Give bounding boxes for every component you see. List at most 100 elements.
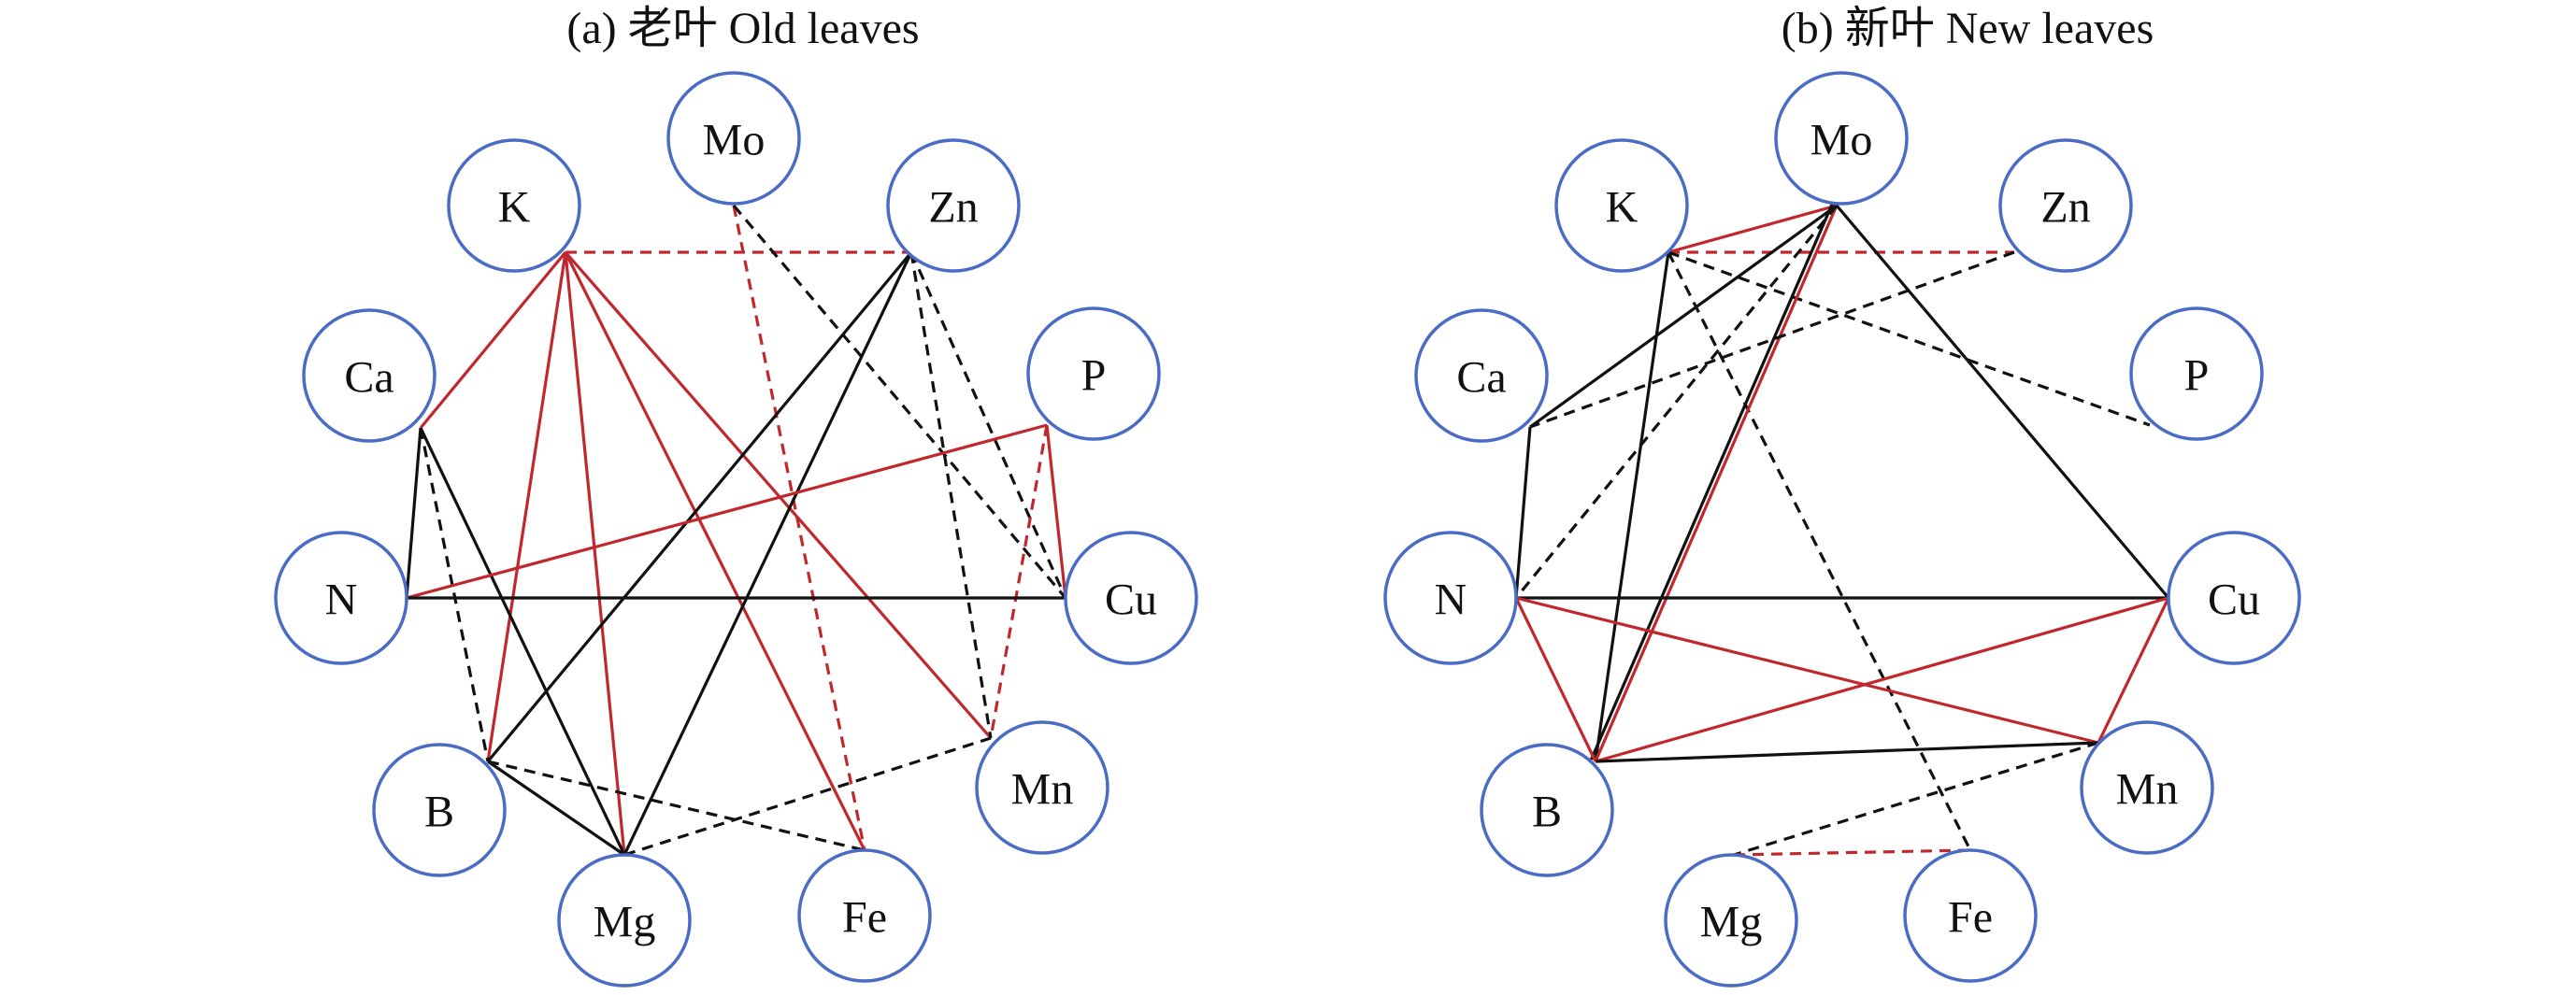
edge-mn-mg (1733, 741, 2099, 857)
node-n: N (274, 531, 408, 665)
node-circle (2129, 306, 2264, 441)
node-p: P (2129, 306, 2264, 441)
edge-p-cu (1045, 424, 1067, 599)
edge-p-n (406, 423, 1048, 600)
edge-b-fe (487, 760, 866, 852)
node-label: Mo (1810, 116, 1873, 165)
node-circle (447, 138, 581, 273)
node-label: K (1606, 183, 1639, 233)
node-label: Mn (1011, 765, 1074, 815)
edge-mo-ca (1529, 204, 1838, 429)
node-circle (372, 743, 507, 877)
node-circle (1664, 853, 1798, 988)
edge-b-cu (1595, 596, 2169, 763)
node-fe: Fe (797, 848, 932, 983)
edge-k-mo (1667, 204, 1838, 254)
node-mg: Mg (557, 853, 692, 988)
node-label: Mn (2116, 765, 2179, 815)
edge-k-b (486, 251, 567, 762)
node-label: Zn (928, 183, 978, 233)
node-b: B (1480, 743, 1614, 877)
edge-ca-b (419, 427, 490, 762)
node-mg: Mg (1664, 853, 1798, 988)
edge-zn-cu (909, 251, 1067, 599)
panel-b-edges (1514, 203, 2170, 857)
node-circle (1480, 743, 1614, 877)
node-label: Fe (1948, 893, 1993, 943)
node-mo: Mo (666, 71, 801, 206)
node-circle (274, 531, 408, 665)
node-n: N (1383, 531, 1518, 665)
edge-mo-cu (1835, 204, 2170, 600)
node-b: B (372, 743, 507, 877)
edge-mg-fe (1733, 848, 1971, 857)
edge-ca-n (405, 427, 422, 599)
node-mn: Mn (975, 720, 1109, 855)
node-circle (886, 138, 1021, 273)
node-label: Mg (1700, 898, 1763, 947)
node-circle (1064, 531, 1198, 665)
node-circle (1903, 848, 2038, 983)
node-circle (2080, 720, 2214, 855)
edge-k-mg (564, 251, 626, 856)
node-circle (1554, 138, 1689, 273)
node-ca: Ca (1414, 308, 1549, 443)
node-zn: Zn (886, 138, 1021, 273)
node-circle (302, 308, 436, 443)
edge-mg-mn (623, 736, 992, 857)
node-circle (797, 848, 932, 983)
node-circle (1774, 71, 1909, 206)
node-label: P (2184, 351, 2210, 401)
node-circle (1383, 531, 1518, 665)
edge-mo-b (1594, 205, 1839, 762)
node-label: B (1532, 788, 1562, 837)
edge-mo-cu (732, 204, 1067, 600)
node-label: Ca (344, 353, 394, 403)
node-label: Ca (1456, 353, 1506, 403)
node-label: K (498, 183, 531, 233)
node-k: K (447, 138, 581, 273)
edge-n-mn (1515, 596, 2099, 745)
edge-k-ca (419, 250, 567, 430)
edge-zn-mg (623, 251, 913, 856)
edge-mo-b (1589, 203, 1834, 760)
edge-p-mn (989, 424, 1049, 739)
edge-b-mg (487, 760, 625, 857)
node-mo: Mo (1774, 71, 1909, 206)
panel-b-title: (b) 新叶 New leaves (1782, 4, 2154, 53)
node-label: Cu (2208, 576, 2260, 625)
edge-zn-b (486, 250, 913, 763)
node-cu: Cu (2167, 531, 2301, 665)
node-fe: Fe (1903, 848, 2038, 983)
edge-k-b (1594, 251, 1670, 762)
node-label: Cu (1105, 576, 1157, 625)
node-label: Zn (2040, 183, 2090, 233)
node-ca: Ca (302, 308, 436, 443)
node-circle (975, 720, 1109, 855)
node-label: P (1081, 351, 1107, 401)
node-label: N (325, 576, 358, 625)
node-label: N (1435, 576, 1467, 625)
node-circle (666, 71, 801, 206)
node-label: Mg (594, 898, 656, 947)
node-circle (557, 853, 692, 988)
edge-mo-fe (732, 205, 866, 851)
edge-ca-mg (419, 427, 626, 856)
node-label: Mo (703, 116, 766, 165)
panel-a-edges (405, 204, 1067, 857)
node-label: Fe (842, 893, 887, 943)
edge-k-fe (1667, 251, 1972, 851)
edge-k-p (1667, 250, 2151, 427)
node-mn: Mn (2080, 720, 2214, 855)
panel-a-title: (a) 老叶 Old leaves (566, 4, 919, 53)
node-p: P (1026, 306, 1161, 441)
edge-mo-n (1514, 204, 1839, 600)
edge-k-fe (564, 251, 866, 851)
node-circle (2167, 531, 2301, 665)
node-zn: Zn (1998, 138, 2133, 273)
